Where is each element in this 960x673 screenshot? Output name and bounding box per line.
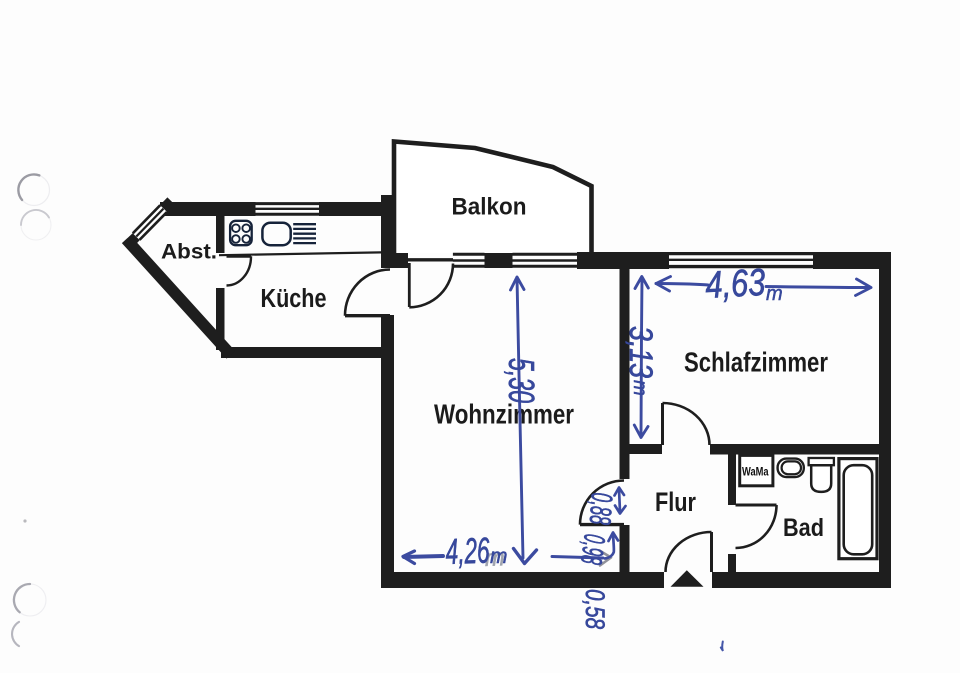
svg-text:0,88: 0,88 — [583, 492, 618, 526]
svg-text:4,63: 4,63 — [704, 262, 766, 307]
svg-text:Schlafzimmer: Schlafzimmer — [684, 347, 828, 378]
svg-text:4,26: 4,26 — [445, 529, 491, 572]
svg-text:Bad: Bad — [783, 514, 824, 542]
svg-text:Flur: Flur — [655, 487, 696, 517]
svg-text:0,58: 0,58 — [580, 589, 610, 629]
svg-text:Abst.: Abst. — [161, 240, 217, 264]
svg-text:0,98: 0,98 — [574, 532, 611, 566]
svg-text:m: m — [490, 545, 508, 568]
svg-text:Balkon: Balkon — [452, 194, 527, 221]
svg-text:Wohnzimmer: Wohnzimmer — [434, 399, 574, 430]
svg-text:m: m — [629, 380, 650, 396]
svg-text:WaMa: WaMa — [742, 467, 769, 479]
svg-text:Küche: Küche — [261, 285, 327, 313]
svg-text:m: m — [484, 544, 505, 572]
svg-text:m: m — [766, 283, 783, 305]
svg-text:3,13: 3,13 — [623, 326, 659, 378]
svg-text:5,30: 5,30 — [501, 358, 542, 403]
